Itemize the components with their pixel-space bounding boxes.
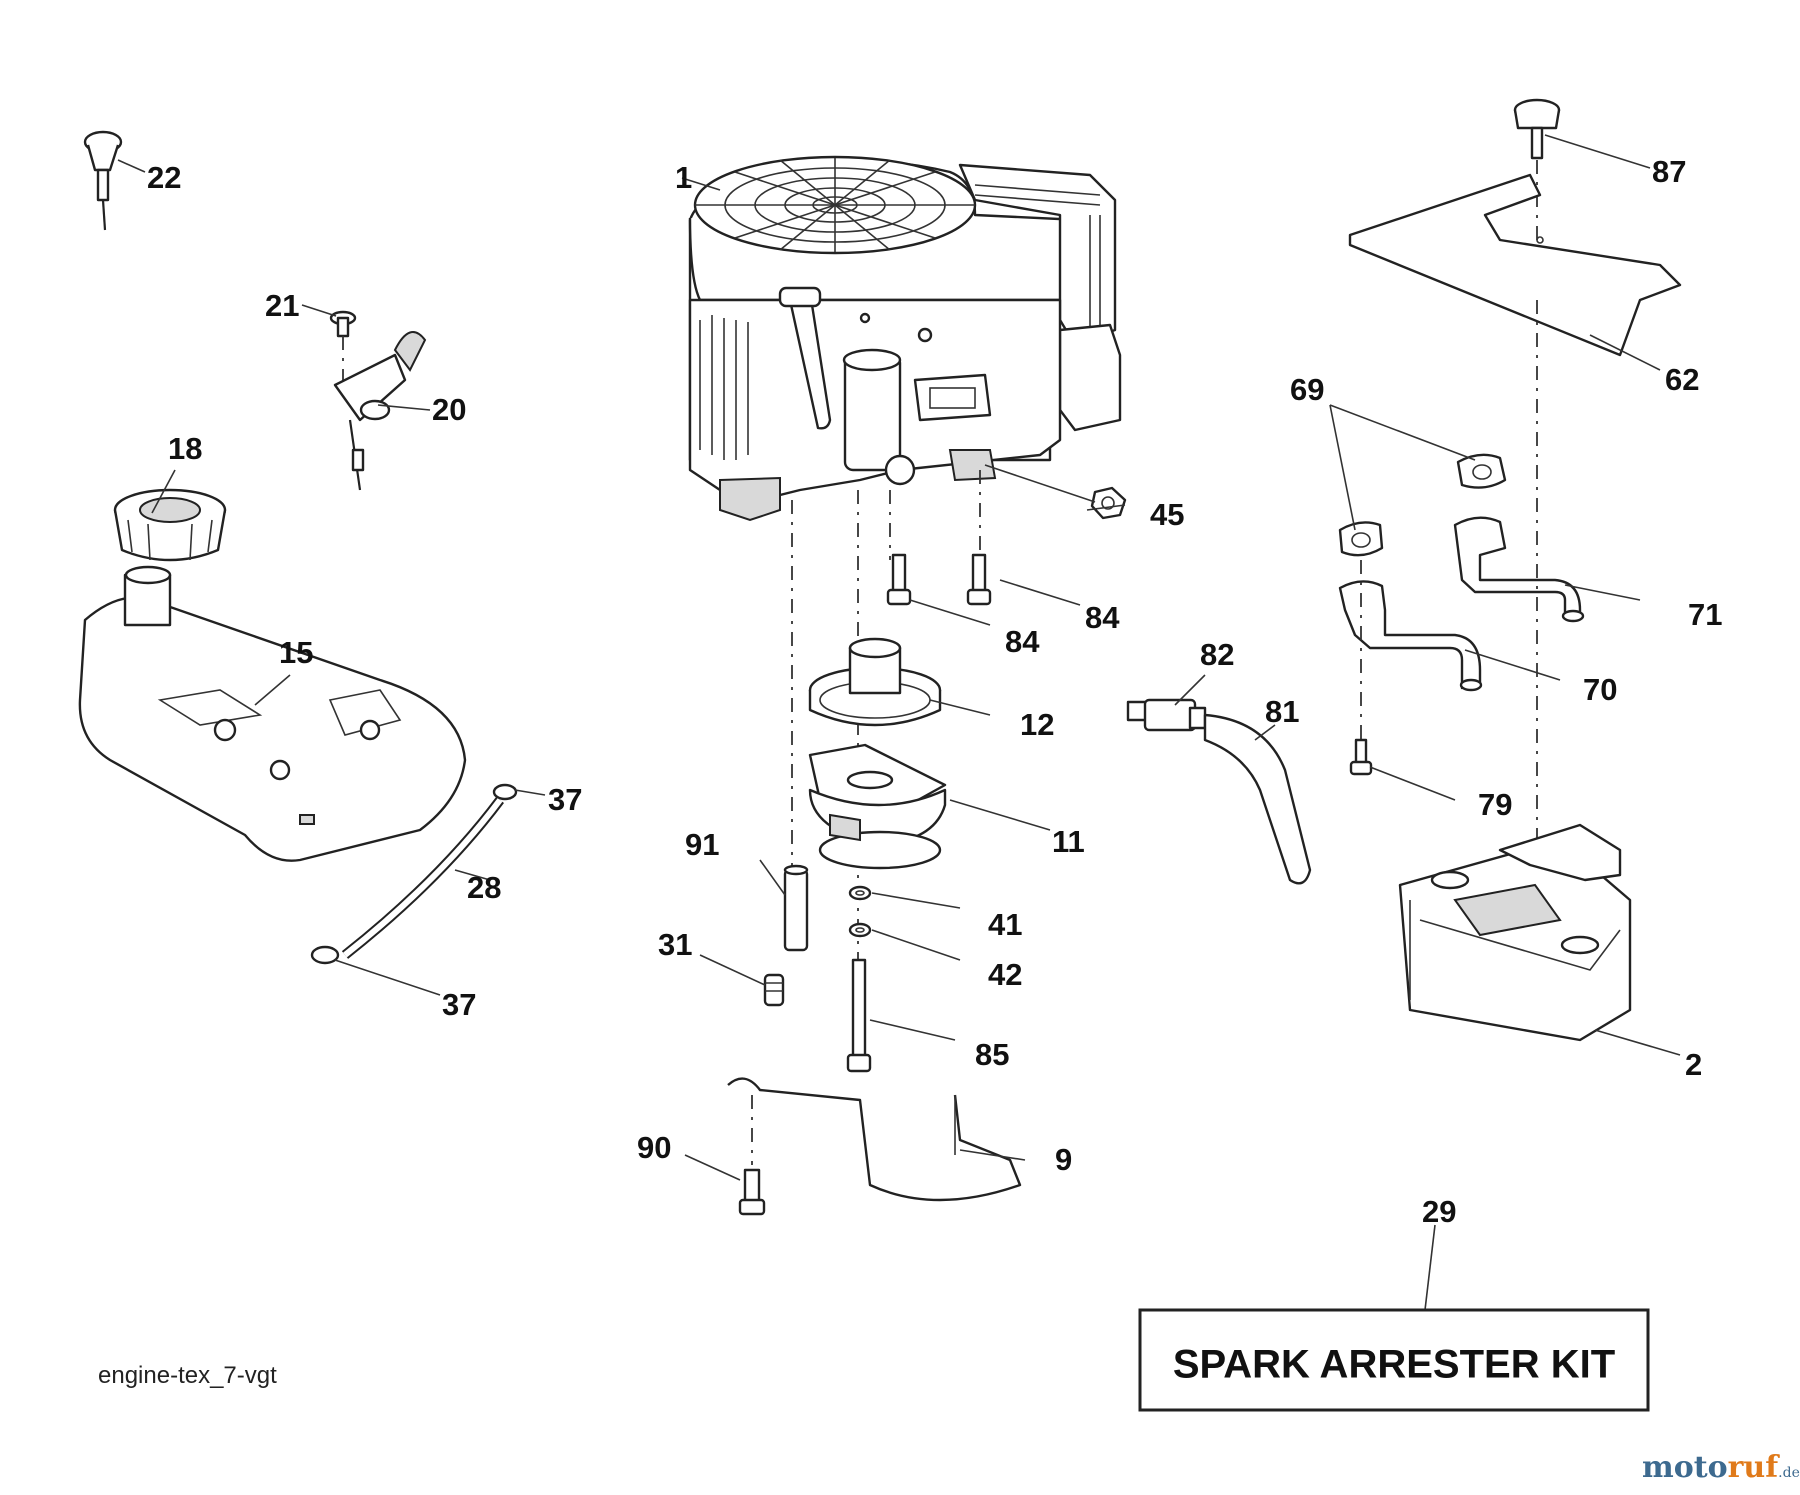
clip-part[interactable] [763, 973, 785, 1007]
rod-part[interactable] [727, 1077, 1022, 1202]
callout-22: 22 [147, 160, 181, 195]
bolt-part[interactable] [886, 553, 912, 606]
callout-81: 81 [1265, 694, 1299, 729]
choke-knob-part[interactable] [83, 130, 123, 231]
shield-knob-part[interactable] [1513, 98, 1561, 160]
hose-part[interactable] [1203, 713, 1312, 885]
clamp-part[interactable] [492, 783, 518, 801]
callout-87: 87 [1652, 154, 1686, 189]
callout-28: 28 [467, 870, 501, 905]
callout-11: 11 [1052, 824, 1085, 859]
diagram-code: engine-tex_7-vgt [98, 1362, 277, 1389]
callout-9: 9 [1055, 1142, 1072, 1177]
clamp-part[interactable] [310, 945, 340, 965]
callout-1: 1 [675, 160, 692, 195]
svg-text:motoruf.de: motoruf.de [1642, 1450, 1800, 1485]
screw-part[interactable] [329, 310, 357, 338]
washer-part[interactable] [848, 922, 872, 938]
callout-37b: 37 [442, 987, 476, 1022]
bolt-part[interactable] [738, 1095, 766, 1216]
watermark-suffix: .de [1778, 1465, 1800, 1481]
pulley-part[interactable] [808, 637, 942, 727]
callout-37a: 37 [548, 782, 582, 817]
fuel-cap-part[interactable] [113, 488, 227, 562]
gasket-part[interactable] [1456, 453, 1507, 489]
callout-41: 41 [988, 907, 1022, 942]
callout-21: 21 [265, 288, 299, 323]
gasket-part[interactable] [1338, 521, 1384, 557]
watermark-brand-a: moto [1642, 1450, 1728, 1485]
throttle-part[interactable] [333, 331, 427, 491]
sleeve-part[interactable] [783, 864, 809, 952]
nut-part[interactable] [1090, 486, 1127, 520]
callout-91: 91 [685, 827, 719, 862]
callout-84a: 84 [1085, 600, 1120, 635]
spark-arrester-kit-box: SPARK ARRESTER KIT [1138, 1308, 1650, 1412]
callout-85: 85 [975, 1037, 1009, 1072]
engine-part[interactable] [688, 155, 1122, 522]
callout-62: 62 [1665, 362, 1699, 397]
callout-70: 70 [1583, 672, 1617, 707]
exhaust-pipe-part[interactable] [1453, 516, 1582, 620]
muffler-part[interactable] [1398, 300, 1632, 1042]
washer-part[interactable] [848, 885, 872, 901]
heat-shield-part[interactable] [1348, 173, 1682, 357]
fitting-part[interactable] [1126, 698, 1207, 732]
callout-69: 69 [1290, 372, 1324, 407]
bolt-part[interactable] [966, 553, 992, 606]
callout-79: 79 [1478, 787, 1512, 822]
callout-20: 20 [432, 392, 466, 427]
callout-31: 31 [658, 927, 692, 962]
exhaust-pipe-part[interactable] [1338, 580, 1482, 690]
callout-82: 82 [1200, 637, 1234, 672]
callout-2: 2 [1685, 1047, 1702, 1082]
callout-71: 71 [1688, 597, 1722, 632]
watermark-logo: motoruf.de [1642, 1450, 1800, 1485]
fuel-tank-part[interactable] [78, 565, 467, 862]
bolt-part[interactable] [846, 958, 872, 1073]
callout-15: 15 [279, 635, 313, 670]
spark-arrester-kit-label: SPARK ARRESTER KIT [1173, 1343, 1615, 1387]
callout-84b: 84 [1005, 624, 1040, 659]
callout-45: 45 [1150, 497, 1184, 532]
callout-29: 29 [1422, 1194, 1456, 1229]
watermark-brand-b: ruf [1728, 1450, 1781, 1485]
callout-42: 42 [988, 957, 1022, 992]
callout-18: 18 [168, 431, 202, 466]
callout-12: 12 [1020, 707, 1054, 742]
callout-90: 90 [637, 1130, 671, 1165]
screw-part[interactable] [1349, 738, 1373, 776]
clutch-part[interactable] [808, 743, 947, 870]
